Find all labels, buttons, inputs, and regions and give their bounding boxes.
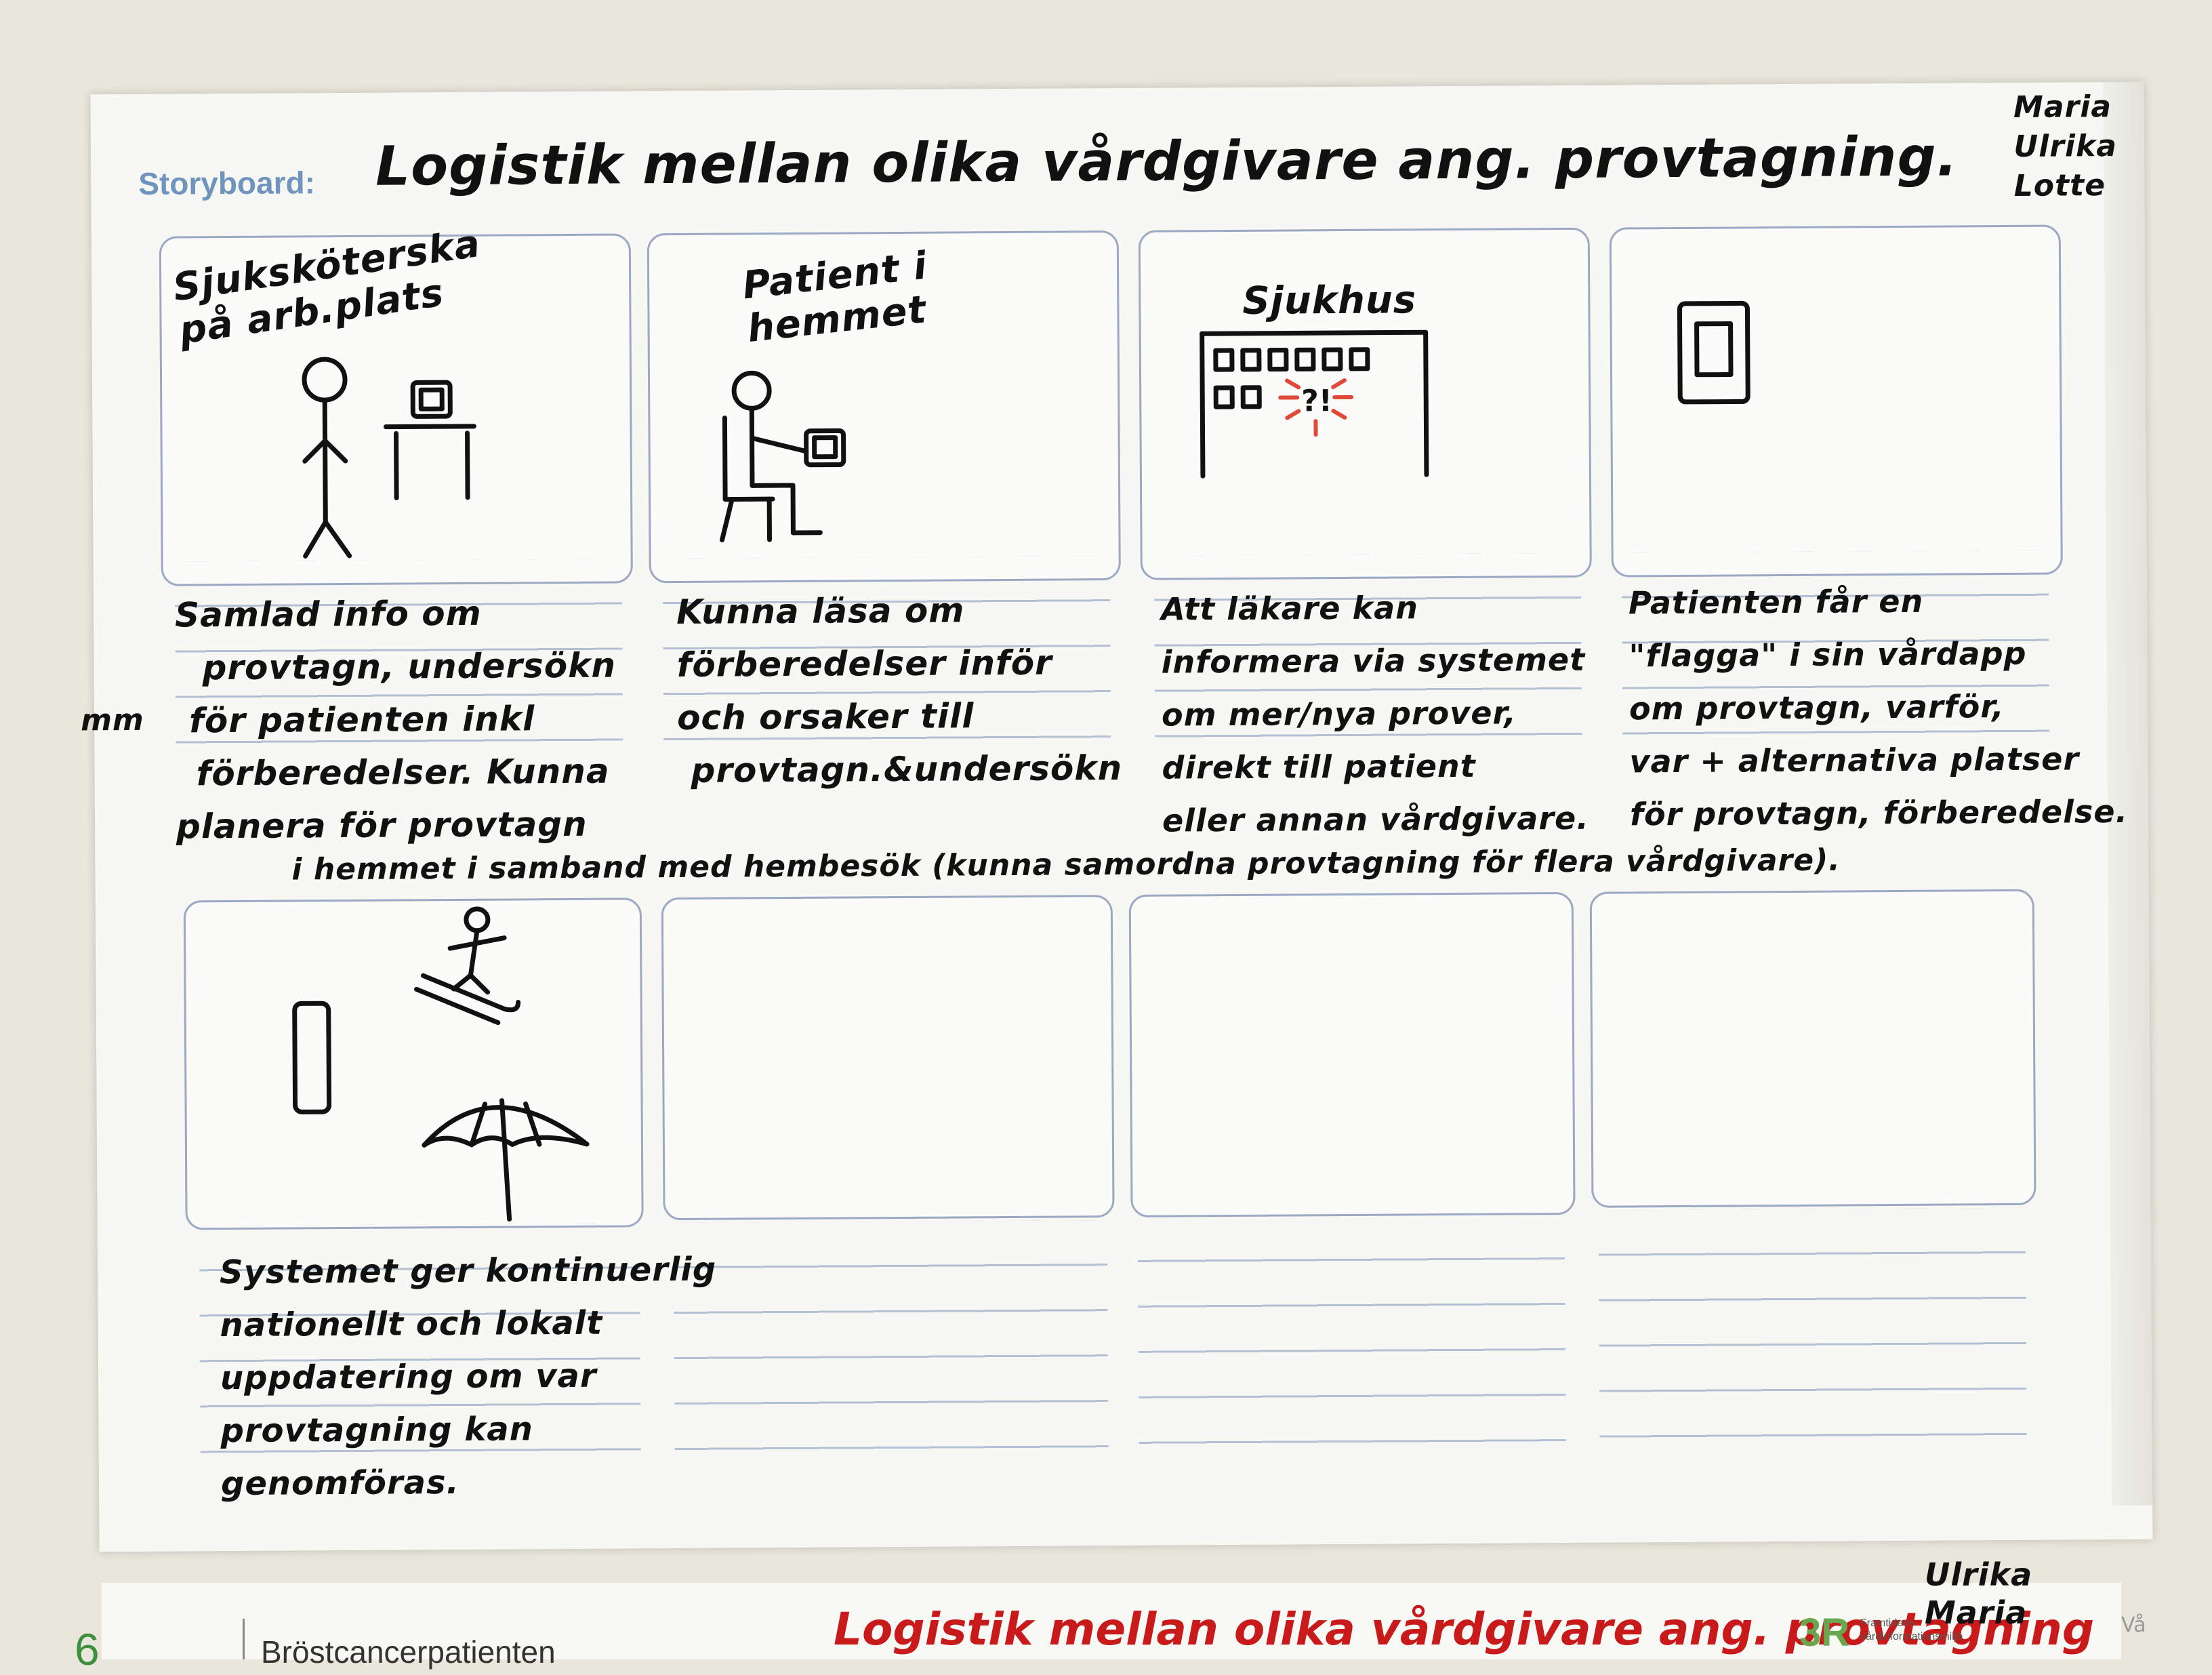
svg-text:?!: ?! — [1301, 384, 1332, 418]
panel-caption: Samlad info om provtagn, undersökn för p… — [175, 586, 617, 853]
caption-line: Patienten får en — [1629, 573, 2127, 629]
test-tube-skier-umbrella-icon — [186, 900, 642, 1228]
page-divider — [243, 1619, 245, 1659]
patient-at-computer-icon — [649, 233, 1119, 581]
caption-line: förberedelser inför — [676, 636, 1122, 691]
caption-line: för provtagn, förberedelse. — [1630, 785, 2128, 841]
section-title: Bröstcancerpatienten — [261, 1634, 556, 1670]
caption-line: Samlad info om — [175, 586, 616, 642]
storyboard-panel: Patient i hemmet — [647, 230, 1121, 583]
caption-lines — [1138, 1214, 1566, 1447]
storyboard-title: Logistik mellan olika vårdgivare ang. pr… — [375, 125, 1959, 197]
caption-line: provtagn, undersökn — [175, 639, 616, 695]
phone-icon — [1612, 227, 2061, 576]
authors: Maria Ulrika Lotte — [2013, 87, 2118, 206]
caption-line: provtagning kan — [220, 1402, 718, 1457]
author-name: Maria — [1925, 1594, 2032, 1632]
page-number: 6 — [75, 1623, 100, 1675]
caption-line: direkt till patient — [1162, 739, 1589, 794]
caption-line: eller annan vårdgivare. — [1162, 792, 1589, 847]
caption-line: Att läkare kan — [1161, 580, 1588, 636]
caption-line: informera via systemet — [1161, 633, 1588, 689]
caption-lines — [674, 1220, 1109, 1453]
caption-line: "flagga" i sin vårdapp — [1629, 626, 2127, 682]
caption-line: och orsaker till — [677, 689, 1122, 744]
next-page-authors: Ulrika Maria — [1925, 1556, 2032, 1632]
author-name: Maria — [2013, 87, 2117, 127]
storyboard-panel — [661, 895, 1115, 1220]
author-name: Lotte — [2014, 166, 2118, 206]
nurse-at-computer-icon — [161, 235, 631, 584]
caption-line: för patienten inkl — [176, 692, 617, 748]
caption-lines — [1599, 1208, 2027, 1441]
caption-line: Systemet ger kontinuerlig — [220, 1243, 717, 1299]
corner-mark: Vå — [2121, 1613, 2146, 1637]
caption-line: om mer/nya prover, — [1162, 686, 1589, 742]
3r-logo: 3R — [1799, 1610, 1849, 1655]
caption-line: provtagn.&undersökn — [677, 742, 1122, 797]
storyboard-panel: Sjukhus ?! — [1139, 228, 1592, 580]
hospital-alert-icon: ?! — [1141, 230, 1590, 578]
storyboard-panel — [1129, 892, 1576, 1217]
panel-caption: Att läkare kan informera via systemet om… — [1161, 580, 1589, 847]
caption-line: om provtagn, varför, — [1629, 679, 2127, 735]
caption-line: förberedelser. Kunna — [176, 745, 617, 801]
caption-line: Kunna läsa om — [676, 583, 1122, 639]
storyboard-label: Storyboard: — [138, 164, 315, 202]
storyboard-panel — [184, 897, 644, 1230]
caption-line: genomföras. — [221, 1455, 718, 1510]
caption-line: var + alternativa platser — [1629, 732, 2127, 788]
storyboard-sheet: Storyboard: Logistik mellan olika vårdgi… — [90, 82, 2152, 1552]
author-name: Ulrika — [1925, 1556, 2032, 1594]
storyboard-panel — [1610, 225, 2063, 578]
panel-caption: Patienten får en "flagga" i sin vårdapp … — [1629, 573, 2128, 841]
caption-line: planera för provtagn — [176, 798, 617, 853]
panel-caption: Systemet ger kontinuerlig nationellt och… — [220, 1243, 718, 1510]
storyboard-panel — [1590, 889, 2036, 1208]
caption-line: nationellt och lokalt — [220, 1296, 717, 1352]
storyboard-panel: Sjuksköterska på arb.plats — [159, 233, 633, 586]
author-name: Ulrika — [2013, 127, 2117, 167]
panel-caption: Kunna läsa om förberedelser inför och or… — [676, 583, 1122, 797]
margin-note: mm — [81, 694, 144, 748]
caption-line: uppdatering om var — [220, 1349, 718, 1405]
